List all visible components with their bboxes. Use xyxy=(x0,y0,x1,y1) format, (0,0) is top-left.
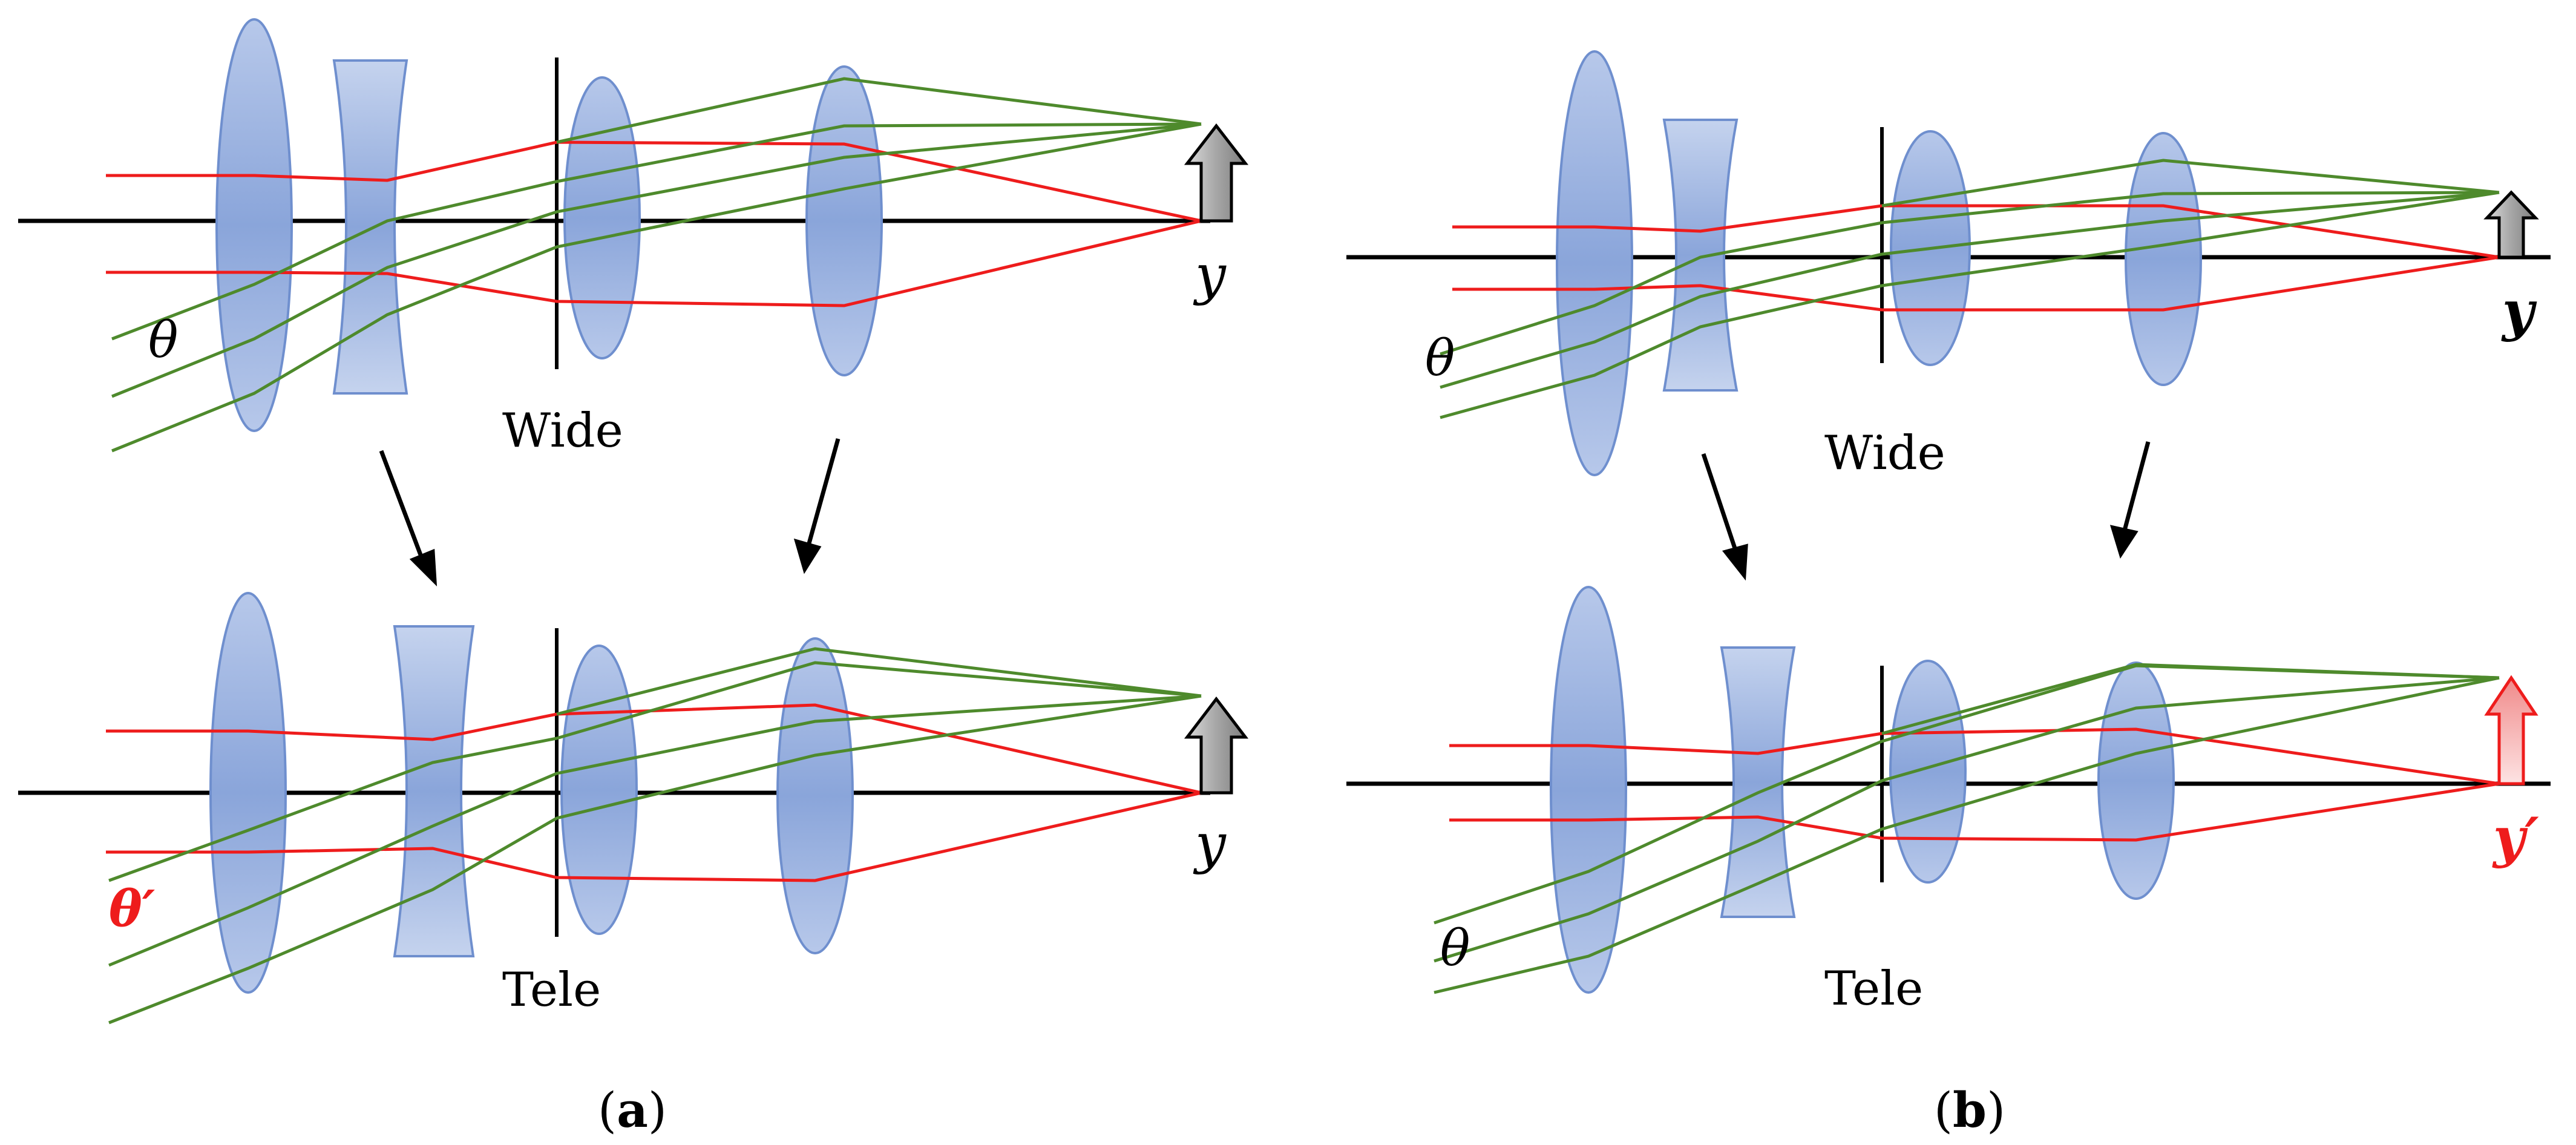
lens-convex-3 xyxy=(563,76,641,359)
lens-convex-4 xyxy=(776,637,854,954)
transition-arrows-b xyxy=(1701,441,2151,581)
lens-convex-4 xyxy=(2097,661,2175,900)
lens-convex-4 xyxy=(2125,132,2202,386)
image-height-label: y′ xyxy=(2492,805,2539,870)
wide-label: Wide xyxy=(502,404,623,458)
green-rays xyxy=(108,647,1202,1025)
tele-label: Tele xyxy=(502,963,601,1017)
lens-convex-1 xyxy=(1550,586,1627,994)
lens-convex-1 xyxy=(215,18,293,432)
image-arrow-gray xyxy=(1184,123,1249,223)
tele-label: Tele xyxy=(1824,962,1923,1016)
caption-b: (b) xyxy=(1934,1081,2005,1138)
image-height-label: y xyxy=(1193,812,1227,876)
field-angle-label: θ xyxy=(148,312,178,369)
green-rays xyxy=(1434,663,2500,994)
image-arrow-gray xyxy=(1184,696,1249,795)
image-arrow-pink xyxy=(2484,675,2538,786)
red-rays xyxy=(1452,204,2500,312)
lens-convex-4 xyxy=(805,65,883,376)
image-height-label: y xyxy=(1193,243,1227,307)
lens-convex-1 xyxy=(1556,50,1633,476)
field-angle-label: θ xyxy=(1440,920,1470,977)
transition-arrows-a xyxy=(379,438,841,587)
caption-a: (a) xyxy=(598,1081,667,1138)
panel-a-wide: Wide y θ xyxy=(18,18,1249,458)
green-rays xyxy=(111,77,1202,453)
lens-convex-3 xyxy=(560,645,638,935)
field-angle-label: θ′ xyxy=(109,880,156,938)
lens-concave-2 xyxy=(393,625,475,957)
red-rays xyxy=(1449,727,2500,842)
red-rays xyxy=(106,140,1202,307)
green-rays xyxy=(1440,159,2500,419)
image-height-label: y xyxy=(2501,279,2537,343)
lens-convex-3 xyxy=(1889,660,1967,884)
wide-label: Wide xyxy=(1824,426,1945,481)
image-arrow-gray xyxy=(2483,190,2539,259)
lens-concave-2 xyxy=(332,59,408,395)
lens-convex-1 xyxy=(209,592,287,994)
panel-b-tele: Tele y′ θ xyxy=(1346,586,2551,1016)
red-rays xyxy=(106,703,1202,882)
field-angle-label: θ xyxy=(1425,330,1455,387)
panel-b-wide: Wide y θ xyxy=(1346,50,2551,481)
panel-a-tele: Tele y θ′ xyxy=(18,592,1249,1025)
